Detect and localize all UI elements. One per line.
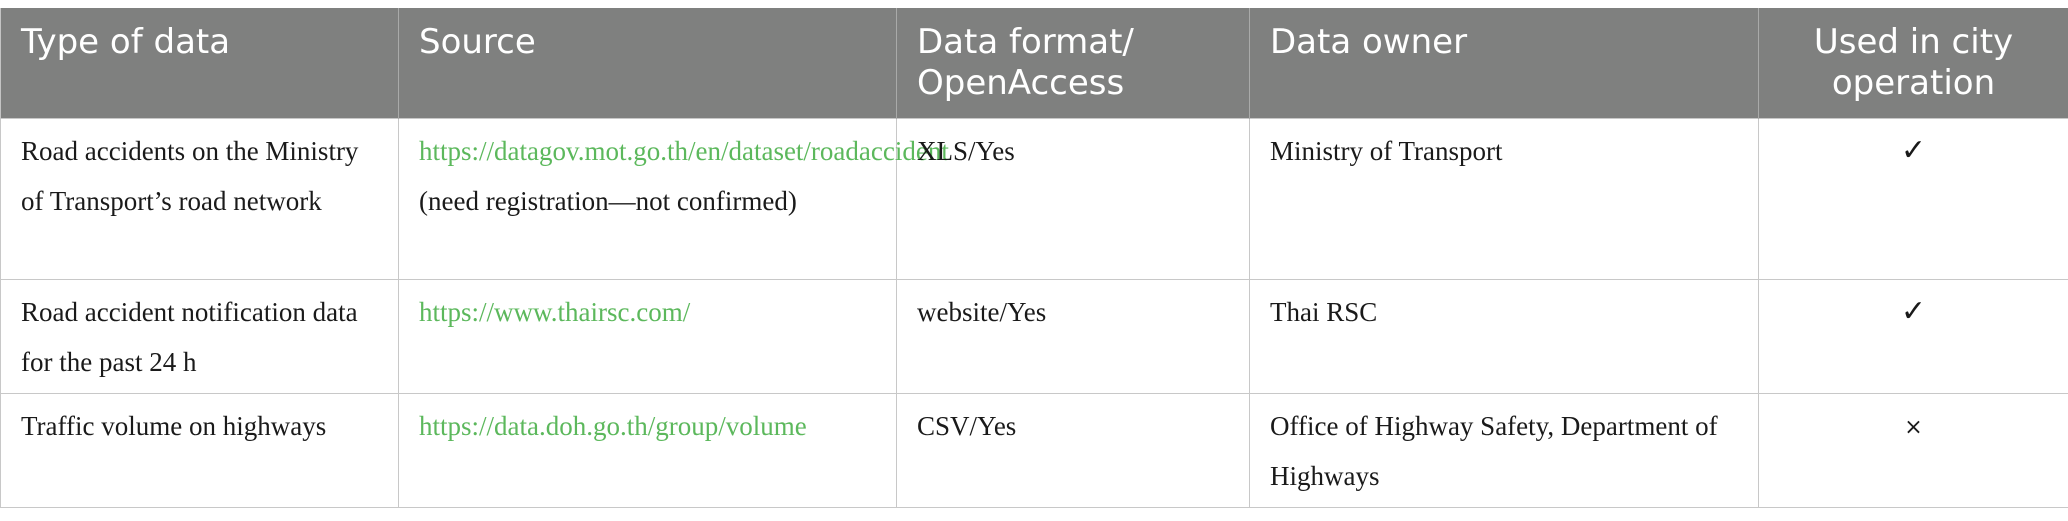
- cell-type: Road accidents on the Ministry of Transp…: [0, 118, 399, 280]
- header-data-owner: Data owner: [1249, 8, 1759, 119]
- header-used-in-city-operation: Used in city operation: [1758, 8, 2068, 119]
- header-source: Source: [398, 8, 897, 119]
- data-sources-table-container: Type of data Source Data format/ OpenAcc…: [0, 8, 2068, 508]
- cell-owner: Office of Highway Safety, Department of …: [1249, 393, 1759, 508]
- cell-source: https://data.doh.go.th/group/volume: [398, 393, 897, 508]
- header-data-format: Data format/ OpenAccess: [896, 8, 1250, 119]
- header-type-of-data: Type of data: [0, 8, 399, 119]
- table-header-row: Type of data Source Data format/ OpenAcc…: [0, 8, 2068, 119]
- cell-source: https://datagov.mot.go.th/en/dataset/roa…: [398, 118, 949, 280]
- cell-owner: Thai RSC: [1249, 279, 1759, 394]
- cell-format: website/Yes: [896, 279, 1250, 394]
- source-link[interactable]: https://datagov.mot.go.th/en/dataset/roa…: [419, 136, 949, 166]
- data-sources-table: Type of data Source Data format/ OpenAcc…: [0, 8, 2068, 508]
- cell-used: ×: [1758, 393, 2068, 508]
- source-note: (need registration—not confirmed): [419, 186, 797, 216]
- table-row: Traffic volume on highways https://data.…: [0, 393, 2068, 508]
- cell-type: Traffic volume on highways: [0, 393, 399, 508]
- cell-used: ✓: [1758, 279, 2068, 394]
- checkmark-icon: ✓: [1900, 294, 1927, 329]
- checkmark-icon: ✓: [1900, 133, 1927, 168]
- table-row: Road accident notification data for the …: [0, 279, 2068, 394]
- source-link[interactable]: https://data.doh.go.th/group/volume: [419, 411, 807, 441]
- cell-used: ✓: [1758, 118, 2068, 280]
- table-row: Road accidents on the Ministry of Transp…: [0, 118, 2068, 280]
- source-link[interactable]: https://www.thairsc.com/: [419, 297, 691, 327]
- cross-icon: ×: [1904, 415, 1923, 440]
- cell-format: CSV/Yes: [896, 393, 1250, 508]
- cell-type: Road accident notification data for the …: [0, 279, 399, 394]
- cell-source: https://www.thairsc.com/: [398, 279, 897, 394]
- cell-owner: Ministry of Transport: [1249, 118, 1759, 280]
- cell-format: XLS/Yes: [896, 118, 1250, 280]
